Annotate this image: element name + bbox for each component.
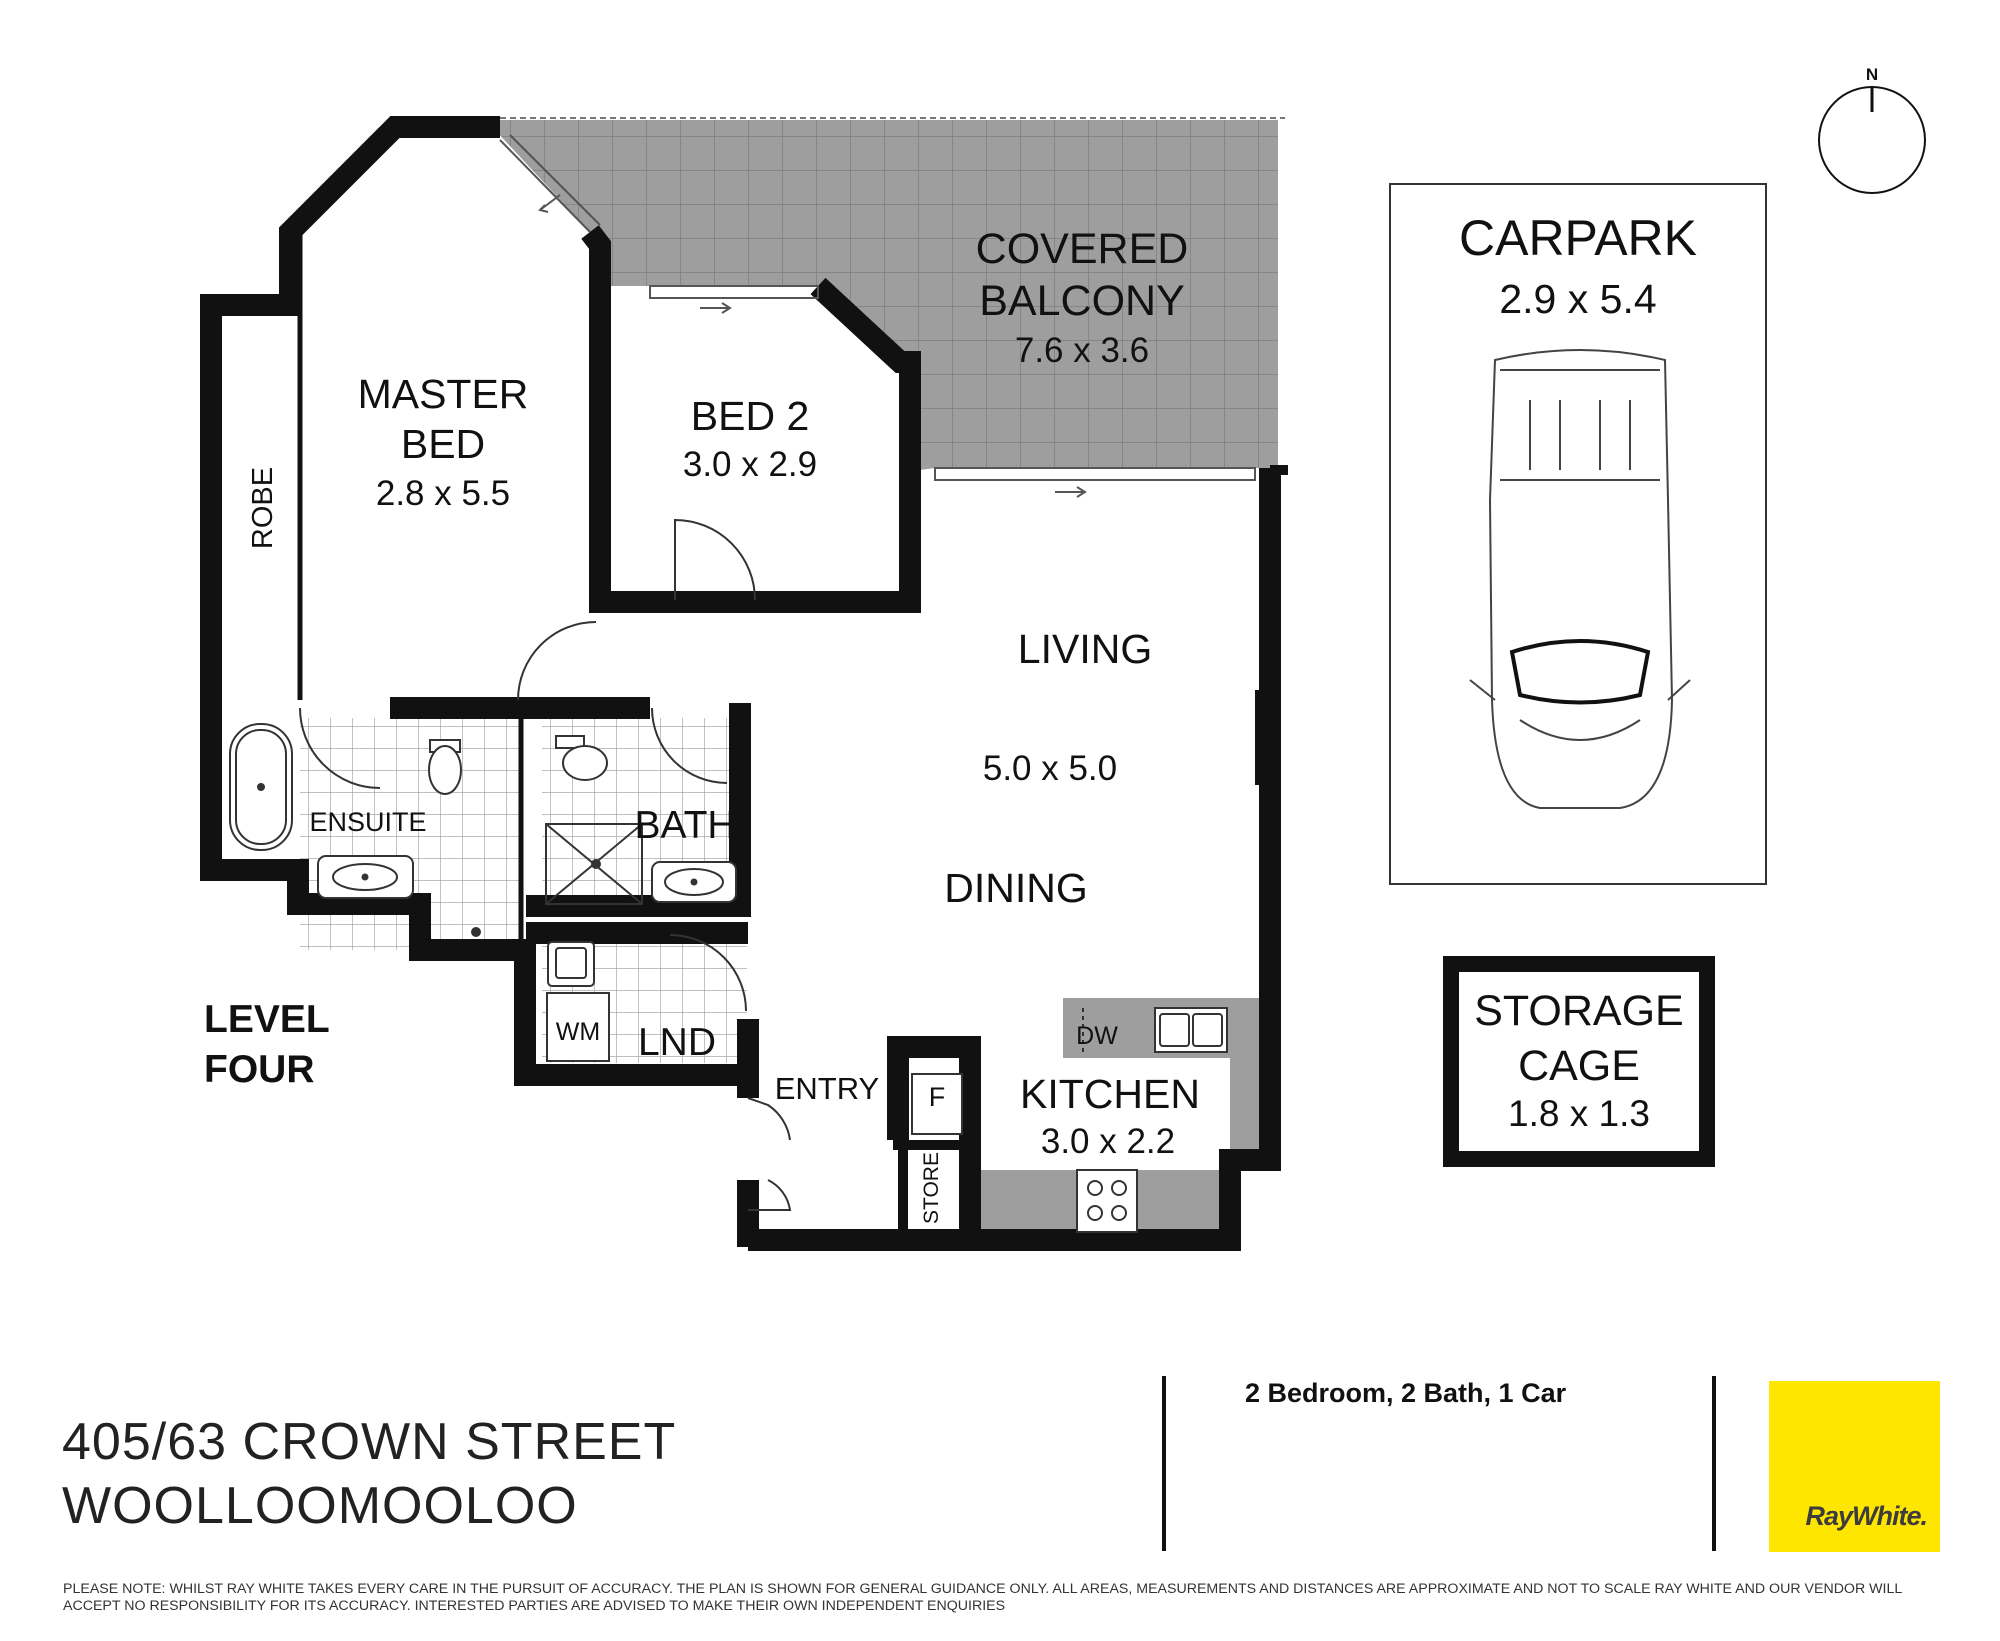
master-bed-size: 2.8 x 5.5 xyxy=(376,474,510,513)
carpark-size: 2.9 x 5.4 xyxy=(1499,276,1656,322)
address-line-2: WOOLLOOMOOLOO xyxy=(62,1477,578,1535)
car-icon xyxy=(1469,349,1691,809)
address-line-1: 405/63 CROWN STREET xyxy=(62,1413,677,1471)
master-bed-label-2: BED xyxy=(401,421,485,467)
covered-balcony-label-1: COVERED xyxy=(976,225,1189,273)
raywhite-logo-text: RayWhite. xyxy=(1805,1501,1928,1531)
door-swings xyxy=(299,518,792,1211)
living-label: LIVING xyxy=(1018,626,1152,672)
bath-label: BATH xyxy=(634,804,735,847)
balcony-floor xyxy=(495,120,1278,472)
raywhite-logo: RayWhite. xyxy=(1769,1381,1940,1552)
storage-size: 1.8 x 1.3 xyxy=(1508,1093,1650,1134)
carpark-box xyxy=(1389,183,1767,885)
robe-label: ROBE xyxy=(247,467,279,549)
covered-balcony-label-2: BALCONY xyxy=(979,277,1185,325)
level-label-2: FOUR xyxy=(204,1048,315,1091)
storage-label-1: STORAGE xyxy=(1474,987,1683,1035)
windows xyxy=(499,134,1256,498)
walls xyxy=(200,116,1281,1251)
thin-walls xyxy=(297,232,524,950)
entry-label: ENTRY xyxy=(775,1071,880,1106)
fixtures xyxy=(229,723,1228,1233)
disclaimer: PLEASE NOTE: WHILST RAY WHITE TAKES EVER… xyxy=(63,1581,1902,1614)
storage-cage-box xyxy=(1443,956,1715,1167)
wm-label: WM xyxy=(556,1018,600,1046)
kitchen-label: KITCHEN xyxy=(1020,1071,1200,1117)
fridge-label: F xyxy=(929,1082,946,1112)
carpark-label: CARPARK xyxy=(1459,210,1697,266)
living-size: 5.0 x 5.0 xyxy=(983,749,1117,788)
dishwasher-label: DW xyxy=(1076,1022,1118,1050)
bed2-label: BED 2 xyxy=(691,393,810,439)
dining-label: DINING xyxy=(944,865,1088,911)
kitchen-size: 3.0 x 2.2 xyxy=(1041,1122,1175,1161)
covered-balcony-size: 7.6 x 3.6 xyxy=(1015,331,1149,370)
footer-divider-1 xyxy=(1162,1376,1166,1551)
ensuite-label: ENSUITE xyxy=(309,807,426,837)
storage-label-2: CAGE xyxy=(1518,1042,1640,1090)
master-bed-label-1: MASTER xyxy=(358,371,529,417)
level-label-1: LEVEL xyxy=(204,998,330,1041)
compass: N xyxy=(1818,65,1926,194)
store-label: STORE xyxy=(920,1152,943,1224)
bed2-size: 3.0 x 2.9 xyxy=(683,445,817,484)
address-block: 405/63 CROWN STREET WOOLLOOMOOLOO xyxy=(62,1410,676,1538)
footer-divider-2 xyxy=(1712,1376,1716,1551)
room-labels: COVERED BALCONY 7.6 x 3.6 MASTER BED 2.8… xyxy=(204,210,1697,1224)
compass-north-label: N xyxy=(1866,65,1878,84)
laundry-label: LND xyxy=(638,1021,716,1064)
property-summary: 2 Bedroom, 2 Bath, 1 Car xyxy=(1245,1378,1567,1408)
wall-blocks xyxy=(893,465,1288,1245)
kitchen-bench xyxy=(970,998,1272,1240)
